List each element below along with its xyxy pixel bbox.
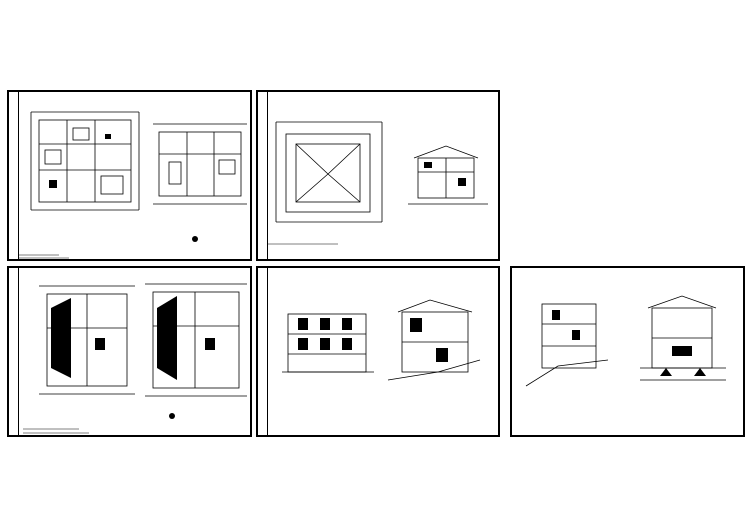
drawing-sheet-5 <box>510 266 745 437</box>
drawing-sheet-4 <box>256 266 500 437</box>
drawing-sheet-1 <box>7 90 252 261</box>
title-strip <box>9 268 19 435</box>
hatched-plans-drawing <box>23 283 247 434</box>
drawing-sheet-3 <box>7 266 252 437</box>
roof-plan-drawing <box>268 121 488 245</box>
title-strip <box>258 268 268 435</box>
drawing-sheet-2 <box>256 90 500 261</box>
title-strip <box>258 92 268 259</box>
title-strip <box>9 92 19 259</box>
elevations-drawing <box>282 299 481 381</box>
floor-plans-drawing <box>19 111 247 259</box>
section-drawing <box>525 295 726 387</box>
